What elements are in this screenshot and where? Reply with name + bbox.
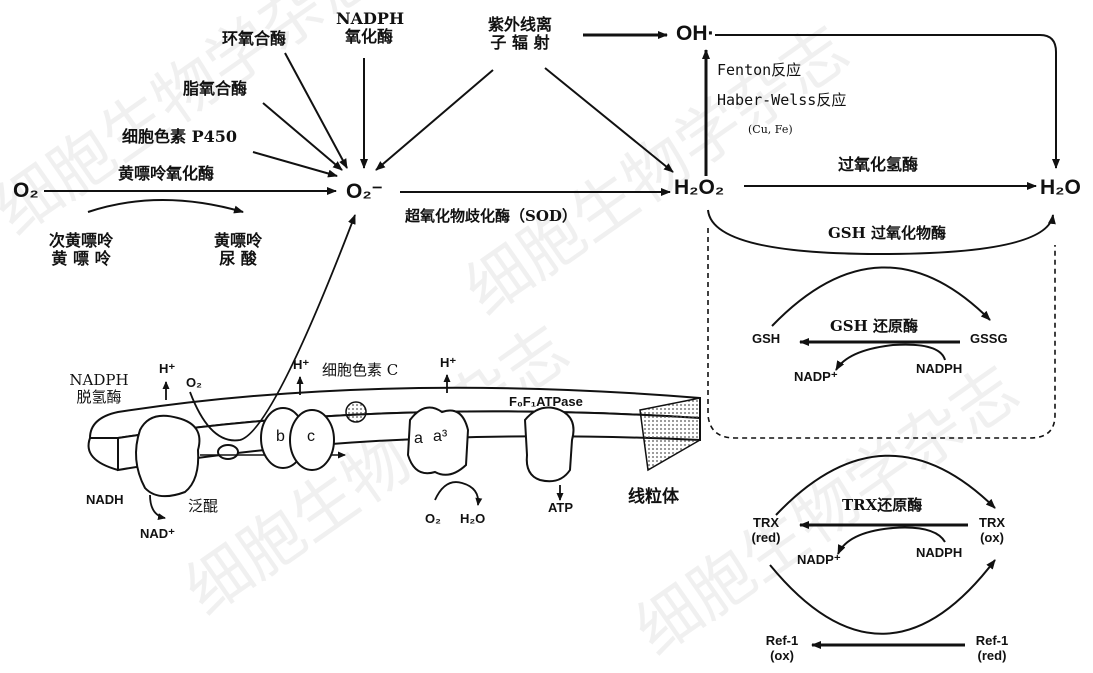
- label-trx-red-line2: (red): [746, 531, 786, 546]
- label-lipoxygenase: 脂氧合酶: [183, 80, 247, 98]
- label-cytochrome-c: 细胞色素 C: [322, 362, 398, 379]
- label-hypoxanthine: 次黄嘌呤 黄 嘌 呤: [40, 232, 122, 269]
- label-nadph-dehydrogenase: NADPH 脱氢酶: [64, 372, 134, 407]
- label-fenton: Fenton反应: [717, 62, 801, 79]
- label-o2-in: O₂: [425, 512, 441, 527]
- label-complex-a: a: [414, 430, 423, 448]
- label-atpase: F₀F₁ATPase: [509, 395, 583, 410]
- label-h-plus-2: H⁺: [293, 358, 309, 373]
- label-uv-line2: 子 辐 射: [475, 34, 565, 52]
- label-nadp-plus-gsh: NADP⁺: [794, 370, 838, 385]
- label-trx-reductase: TRX还原酶: [842, 497, 922, 514]
- label-cyclooxygenase: 环氧合酶: [222, 30, 286, 48]
- label-trx-red-line1: TRX: [746, 516, 786, 531]
- cytochrome-c-ball: [346, 402, 366, 422]
- label-nad-plus: NAD⁺: [140, 527, 175, 542]
- label-o2-leak: O₂: [186, 376, 202, 391]
- label-gsh-reductase: GSH 还原酶: [830, 318, 918, 335]
- species-h2o2: H₂O₂: [674, 176, 724, 200]
- label-complex-c: c: [307, 428, 315, 446]
- label-complex-a3: a³: [433, 428, 447, 446]
- label-nadph-oxidase: NADPH 氧化酶: [336, 10, 402, 47]
- species-water: H₂O: [1040, 176, 1081, 200]
- label-gsh: GSH: [752, 332, 780, 347]
- label-metals: (Cu, Fe): [748, 124, 793, 137]
- label-nadph-oxidase-line2: 氧化酶: [336, 28, 402, 46]
- arrow-cyclooxygenase: [285, 53, 347, 168]
- label-uv-line1: 紫外线离: [475, 16, 565, 34]
- label-h-plus-3: H⁺: [440, 356, 456, 371]
- label-ref1-red-line2: (red): [970, 649, 1014, 664]
- arrow-uv-to-h2o2: [545, 68, 673, 172]
- species-o2: O₂: [13, 179, 39, 203]
- label-trx-red: TRX (red): [746, 516, 786, 546]
- label-hypoxanthine-line2: 黄 嘌 呤: [40, 250, 122, 268]
- label-nadph-gsh: NADPH: [916, 362, 962, 377]
- label-cyt-p450: 细胞色素 P450: [122, 128, 237, 146]
- label-h2o-out: H₂O: [460, 512, 485, 527]
- label-sod: 超氧化物歧化酶（SOD）: [405, 208, 577, 225]
- species-hydroxyl-radical: OH·: [676, 22, 715, 46]
- label-complex-b: b: [276, 428, 285, 446]
- label-trx-ox-line2: (ox): [972, 531, 1012, 546]
- label-ref1-ox: Ref-1 (ox): [760, 634, 804, 664]
- label-mitochondrion: 线粒体: [628, 488, 679, 508]
- label-ubiquinone: 泛醌: [188, 498, 218, 515]
- label-nadph-dehydrogenase-line1: NADPH: [64, 372, 134, 389]
- label-xanthine-oxidase: 黄嘌呤氧化酶: [118, 165, 214, 183]
- label-nadph-dehydrogenase-line2: 脱氢酶: [64, 389, 134, 406]
- label-ref1-ox-line1: Ref-1: [760, 634, 804, 649]
- label-xanthine-uric: 黄嘌呤 尿 酸: [205, 232, 271, 269]
- species-superoxide: O₂⁻: [346, 180, 383, 204]
- label-hypoxanthine-line1: 次黄嘌呤: [40, 232, 122, 250]
- label-gssg: GSSG: [970, 332, 1008, 347]
- label-nadph-oxidase-line1: NADPH: [336, 10, 402, 28]
- label-haber-weiss: Haber-Welss反应: [717, 92, 846, 109]
- arrow-trx-bottom: [770, 560, 995, 634]
- label-uric-acid: 尿 酸: [205, 250, 271, 268]
- label-xanthine-line1: 黄嘌呤: [205, 232, 271, 250]
- arrow-uv-to-superoxide: [376, 70, 493, 170]
- label-nadph-trx: NADPH: [916, 546, 962, 561]
- label-ref1-red-line1: Ref-1: [970, 634, 1014, 649]
- label-catalase: 过氧化氢酶: [838, 156, 918, 174]
- label-atp: ATP: [548, 501, 573, 516]
- atpase: [525, 408, 574, 482]
- label-ref1-red: Ref-1 (red): [970, 634, 1014, 664]
- label-gsh-peroxidase: GSH 过氧化物酶: [828, 225, 946, 242]
- label-h-plus-1: H⁺: [159, 362, 175, 377]
- arrow-hypoxanthine-to-xanthine: [88, 200, 243, 212]
- label-nadp-plus-trx: NADP⁺: [797, 553, 841, 568]
- complex-bc: [261, 408, 334, 470]
- label-trx-ox-line1: TRX: [972, 516, 1012, 531]
- label-trx-ox: TRX (ox): [972, 516, 1012, 546]
- label-nadh: NADH: [86, 493, 124, 508]
- label-ref1-ox-line2: (ox): [760, 649, 804, 664]
- label-uv-radiation: 紫外线离 子 辐 射: [475, 16, 565, 53]
